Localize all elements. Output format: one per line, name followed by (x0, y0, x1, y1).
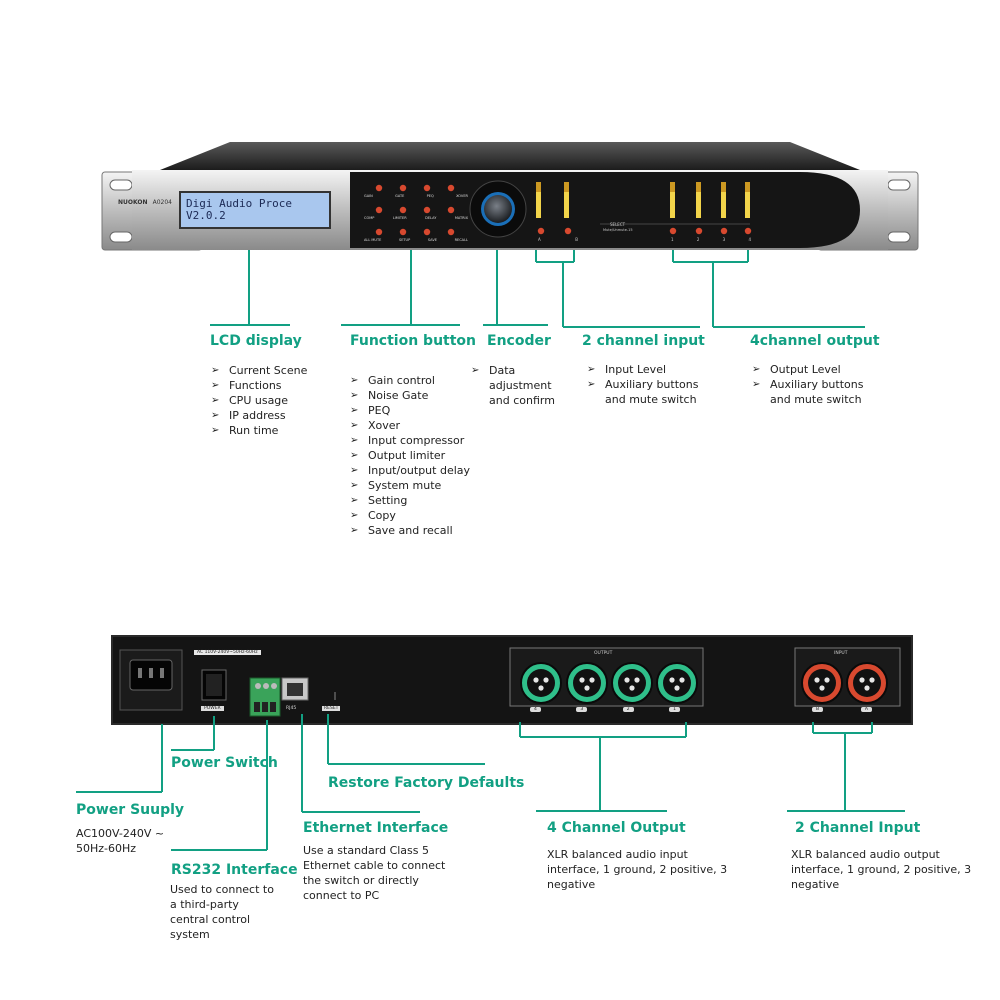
rear-input-label: INPUT (834, 651, 848, 656)
list-item: ➢Noise Gate (350, 389, 429, 402)
btn-label-delay: DELAY (425, 216, 437, 220)
rear-output-label: OUTPUT (594, 651, 613, 656)
list-item: ➢Save and recall (350, 524, 453, 537)
two-channel-input-title: 2 channel input (582, 333, 705, 349)
list-item: ➢Xover (350, 419, 401, 432)
xlr-input-b[interactable] (801, 662, 843, 704)
list-item: ➢Auxiliary buttons and mute switch (587, 378, 699, 406)
lcd-display-list: ➢Current Scene ➢Functions ➢CPU usage ➢IP… (211, 363, 307, 438)
input-channel-labels: A B (538, 237, 578, 242)
two-channel-input-list: ➢Input Level ➢Auxiliary buttons and mute… (587, 362, 717, 407)
list-item: ➢Input/output delay (350, 464, 471, 477)
mute-label: Mute/Unmute-15 (603, 228, 633, 232)
encoder-list: ➢Data adjustment and confirm (471, 363, 561, 408)
power-supply-title: Power Suuply (76, 802, 185, 818)
output-label-1: 1 (671, 237, 674, 242)
power-switch-title: Power Switch (171, 755, 278, 771)
btn-label-xover: XOVER (456, 194, 468, 198)
btn-label-setup: SETUP (398, 238, 411, 242)
xlr-output-2[interactable] (611, 662, 653, 704)
btn-label-matrix: MATRIX (454, 216, 468, 220)
four-channel-output-title: 4channel output (750, 333, 880, 349)
list-item: ➢Current Scene (211, 364, 308, 377)
ethernet-port-label: RJ45 (286, 706, 297, 711)
rear-input-numbers: B A (812, 707, 872, 712)
rear-out-num-1: 1 (669, 707, 680, 712)
four-channel-output-rear-title: 4 Channel Output (547, 820, 686, 836)
lcd-line-2: V2.0.2 (186, 209, 226, 222)
list-item: ➢Gain control (350, 374, 435, 387)
list-item: ➢Input compressor (350, 434, 465, 447)
xlr-output-1[interactable] (656, 662, 698, 704)
xlr-output-3[interactable] (566, 662, 608, 704)
btn-label-comp: COMP (364, 216, 375, 220)
lcd-display-title: LCD display (210, 333, 302, 349)
two-channel-input-rear-title: 2 Channel Input (795, 820, 921, 836)
rear-out-num-2: 2 (622, 707, 634, 712)
output-label-4: 4 (748, 237, 751, 242)
lcd-line-1: Digi Audio Proce (186, 197, 292, 210)
list-item: ➢Input Level (587, 363, 667, 376)
function-button-labels: GAIN GATE PEQ XOVER COMP LIMITER DELAY M… (364, 194, 468, 242)
rear-in-num-b: B (812, 707, 824, 712)
select-label: SELECT (610, 222, 626, 227)
two-channel-input-rear-desc: XLR balanced audio output interface, 1 g… (791, 848, 972, 891)
power-button-label: POWER (201, 706, 224, 711)
list-item: ➢Run time (211, 424, 279, 437)
front-panel (101, 142, 919, 251)
ethernet-title: Ethernet Interface (303, 820, 449, 836)
btn-label-all-mute: ALL MUTE (364, 238, 382, 242)
list-item: ➢Data adjustment and confirm (471, 364, 555, 407)
btn-label-gate: GATE (395, 194, 405, 198)
power-rating-label: AC 110V-240V~50Hz-60Hz (194, 650, 261, 655)
list-item: ➢Auxiliary buttons and mute switch (752, 378, 864, 406)
function-button-title: Function button (350, 333, 477, 349)
front-connector-lines (210, 250, 865, 328)
output-label-3: 3 (722, 237, 726, 242)
rs232-desc: Used to connect to a third-party central… (170, 883, 274, 941)
list-item: ➢Copy (350, 509, 396, 522)
rear-output-numbers: 4 3 2 1 (530, 707, 680, 712)
btn-label-recall: RECALL (454, 238, 468, 242)
btn-label-gain: GAIN (364, 194, 373, 198)
btn-label-save: SAVE (427, 238, 437, 242)
xlr-input-a[interactable] (846, 662, 888, 704)
ethernet-desc: Use a standard Class 5 Ethernet cable to… (303, 844, 446, 902)
list-item: ➢System mute (350, 479, 442, 492)
btn-label-peq: PEQ (426, 194, 434, 198)
lcd-screen: Digi Audio Proce V2.0.2 (186, 198, 326, 222)
model-name: A0204 (152, 199, 172, 206)
list-item: ➢IP address (211, 409, 286, 422)
brand-name: NUOKON (118, 199, 148, 206)
xlr-output-4[interactable] (520, 662, 562, 704)
four-channel-output-rear-desc: XLR balanced audio input interface, 1 gr… (547, 848, 728, 891)
reset-label: RESET (322, 706, 341, 711)
rs232-title: RS232 Interface (171, 862, 298, 878)
rear-out-num-4: 4 (530, 707, 541, 712)
output-label-2: 2 (696, 237, 700, 242)
output-channel-labels: 1 2 3 4 (671, 237, 751, 242)
list-item: ➢CPU usage (211, 394, 289, 407)
btn-label-limiter: LIMITER (392, 216, 407, 220)
list-item: ➢PEQ (350, 404, 391, 417)
rear-out-num-3: 3 (576, 707, 588, 712)
list-item: ➢Output limiter (350, 449, 446, 462)
power-supply-desc: AC100V-240V ~ 50Hz-60Hz (76, 827, 165, 855)
list-item: ➢Output Level (752, 363, 841, 376)
brand-logo: NUOKON A0204 (118, 199, 182, 206)
function-button-list: ➢Gain control ➢Noise Gate ➢PEQ ➢Xover ➢I… (350, 373, 470, 538)
input-label-a: A (538, 237, 541, 242)
restore-defaults-title: Restore Factory Defaults (328, 775, 525, 791)
list-item: ➢Functions (211, 379, 282, 392)
encoder-title: Encoder (487, 333, 551, 349)
list-item: ➢Setting (350, 494, 408, 507)
input-label-b: B (575, 237, 578, 242)
rear-in-num-a: A (860, 707, 872, 712)
four-channel-output-list: ➢Output Level ➢Auxiliary buttons and mut… (752, 362, 882, 407)
